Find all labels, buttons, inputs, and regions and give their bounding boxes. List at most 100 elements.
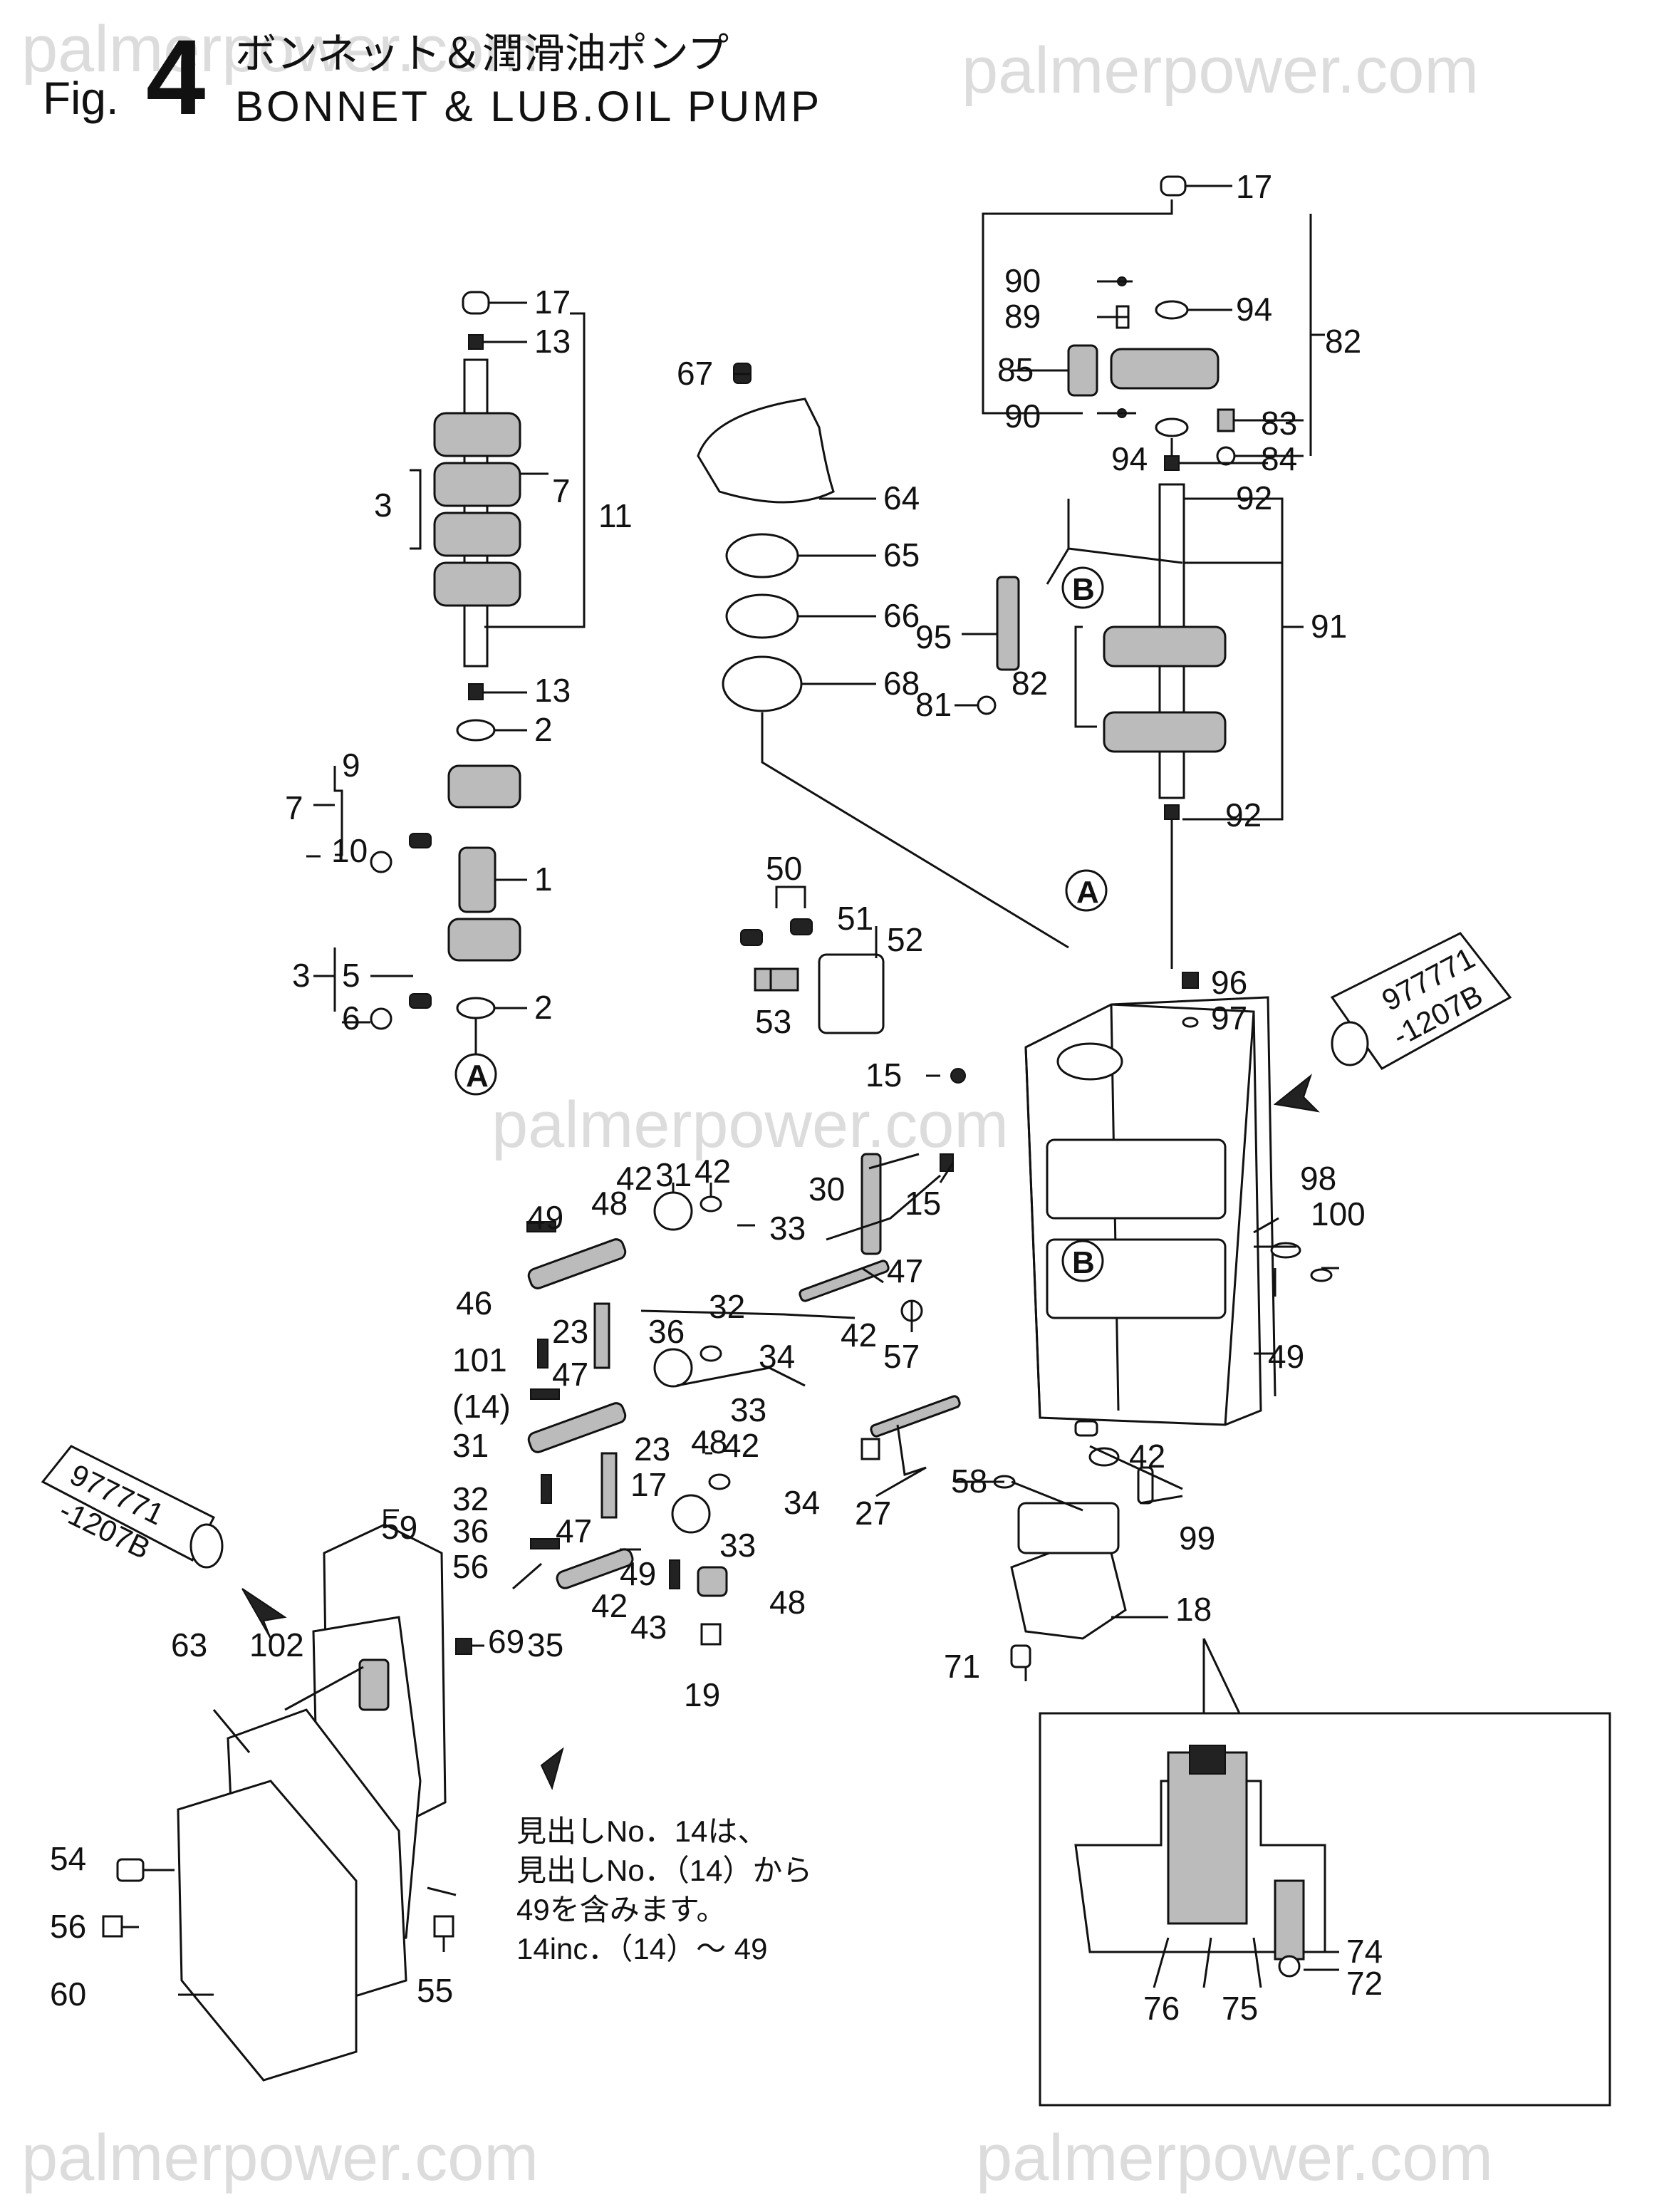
o-ring-part: [1270, 1242, 1301, 1259]
callout-label: 47: [552, 1356, 588, 1393]
center-parts: [512, 886, 1339, 1681]
spring-part: [526, 1221, 556, 1232]
callout-label: 53: [755, 1003, 791, 1040]
bolt-part: [700, 1623, 722, 1646]
plug-section: [1278, 1955, 1301, 1978]
shaft-part: [527, 1238, 627, 1289]
rocker-arm-part: [433, 512, 521, 557]
callout-label: 2: [534, 711, 553, 748]
callout-label: 63: [171, 1626, 207, 1663]
callout-label: 82: [1325, 323, 1361, 360]
spring-part: [530, 1388, 560, 1400]
callout-label: 42: [591, 1587, 628, 1624]
adjusting-screw-part: [1217, 408, 1235, 432]
washer-part: [456, 997, 496, 1019]
callout-label: 7: [552, 472, 571, 509]
callout-label: 5: [342, 957, 360, 994]
bracket-part: [116, 1858, 145, 1882]
callouts-center: 50 51 52 53 96 97 15 98 100 30 15 31 42 …: [452, 850, 1366, 1713]
callout-label: 64: [883, 479, 920, 516]
callout-label: 69: [488, 1623, 524, 1660]
bracket-part: [653, 1191, 693, 1231]
callout-label: 84: [1261, 440, 1297, 477]
callout-label: 42: [841, 1317, 877, 1354]
callout-label: 85: [997, 351, 1034, 388]
callout-label: 33: [769, 1210, 806, 1247]
watermark: palmerpower.com: [492, 1089, 1009, 1161]
elbow-part: [818, 953, 885, 1034]
washer-part: [1155, 300, 1189, 320]
plug-part: [940, 1153, 954, 1172]
tube-cap: [1331, 1021, 1369, 1066]
callout-label: 13: [534, 672, 571, 709]
callout-label: 11: [598, 497, 633, 534]
callout-label: 30: [808, 1170, 845, 1208]
marker-letter: B: [1072, 572, 1095, 607]
callout-label: 99: [1179, 1520, 1215, 1557]
callout-label: 48: [691, 1423, 727, 1460]
callout-label: 17: [1236, 168, 1272, 205]
washer-part: [1088, 1447, 1120, 1467]
callout-label: 9: [342, 747, 360, 784]
washer-part: [700, 1195, 722, 1213]
sealant-tube: 977771 -1207B: [1273, 932, 1512, 1113]
callouts-cover: 67 64 65 66 68: [677, 355, 920, 702]
callout-label: 42: [1129, 1438, 1165, 1475]
callout-label: 1: [534, 861, 553, 898]
rocker-arm-part: [1103, 711, 1227, 753]
bolt-part: [799, 1260, 890, 1302]
callout-label: 71: [944, 1648, 980, 1685]
bolt-part: [455, 1638, 472, 1655]
note-arrow-icon: [540, 1747, 564, 1790]
callout-label: 23: [552, 1313, 588, 1350]
note-line: 見出しNo．（14）から: [516, 1854, 812, 1887]
shaft-part: [556, 1548, 634, 1589]
sealant-tube: 977771 -1207B: [41, 1445, 287, 1639]
filter-part: [358, 1658, 390, 1711]
rocker-shaft-assembly-right: [955, 175, 1325, 969]
bolt-part: [870, 1395, 961, 1438]
callout-label: 49: [1268, 1338, 1304, 1375]
callout-label: 48: [769, 1584, 806, 1621]
bracket-part: [754, 967, 799, 992]
callout-label: 49: [620, 1555, 656, 1592]
cap-part: [1160, 175, 1187, 197]
callout-label: 17: [630, 1466, 667, 1503]
port-part: [1056, 1042, 1123, 1081]
bolt-part: [790, 918, 813, 935]
pump-shaft-section: [1167, 1751, 1248, 1925]
callout-label: 15: [865, 1056, 902, 1094]
callout-label: 23: [634, 1430, 670, 1468]
adjuster-part: [1067, 344, 1098, 397]
callout-label: 43: [630, 1609, 667, 1646]
callout-label: 60: [50, 1975, 86, 2013]
adjusting-screw-part: [409, 993, 432, 1009]
bolt-part: [1182, 972, 1199, 989]
note-line: 49を含みます。: [516, 1893, 727, 1926]
callout-label: 47: [556, 1512, 592, 1549]
callout-label: 56: [452, 1548, 489, 1585]
plug-part: [950, 1068, 966, 1084]
watermark: palmerpower.com: [976, 2122, 1493, 2194]
callout-label: 35: [527, 1626, 563, 1663]
spring-part: [541, 1474, 552, 1504]
shaft-part: [527, 1402, 627, 1453]
callout-label: 18: [1175, 1591, 1212, 1628]
callout-label: 67: [677, 355, 713, 392]
callout-label: 33: [719, 1527, 756, 1564]
adjusting-screw-part: [409, 833, 432, 848]
gasket-stack: 977771 -1207B: [41, 1445, 484, 2082]
callout-label: 17: [534, 284, 571, 321]
reference-marker-a: A: [1065, 869, 1108, 912]
callout-label: 42: [695, 1153, 731, 1190]
callout-label: 90: [1004, 398, 1041, 435]
nut-part: [370, 1007, 392, 1030]
callout-label: 89: [1004, 298, 1041, 335]
bracket-part: [593, 1302, 610, 1369]
callout-label: 100: [1311, 1195, 1366, 1232]
rocker-arm-part: [433, 462, 521, 507]
rocker-arm-part: [1110, 348, 1220, 390]
callout-label: 95: [915, 618, 952, 655]
callout-label: 72: [1346, 1965, 1383, 2002]
